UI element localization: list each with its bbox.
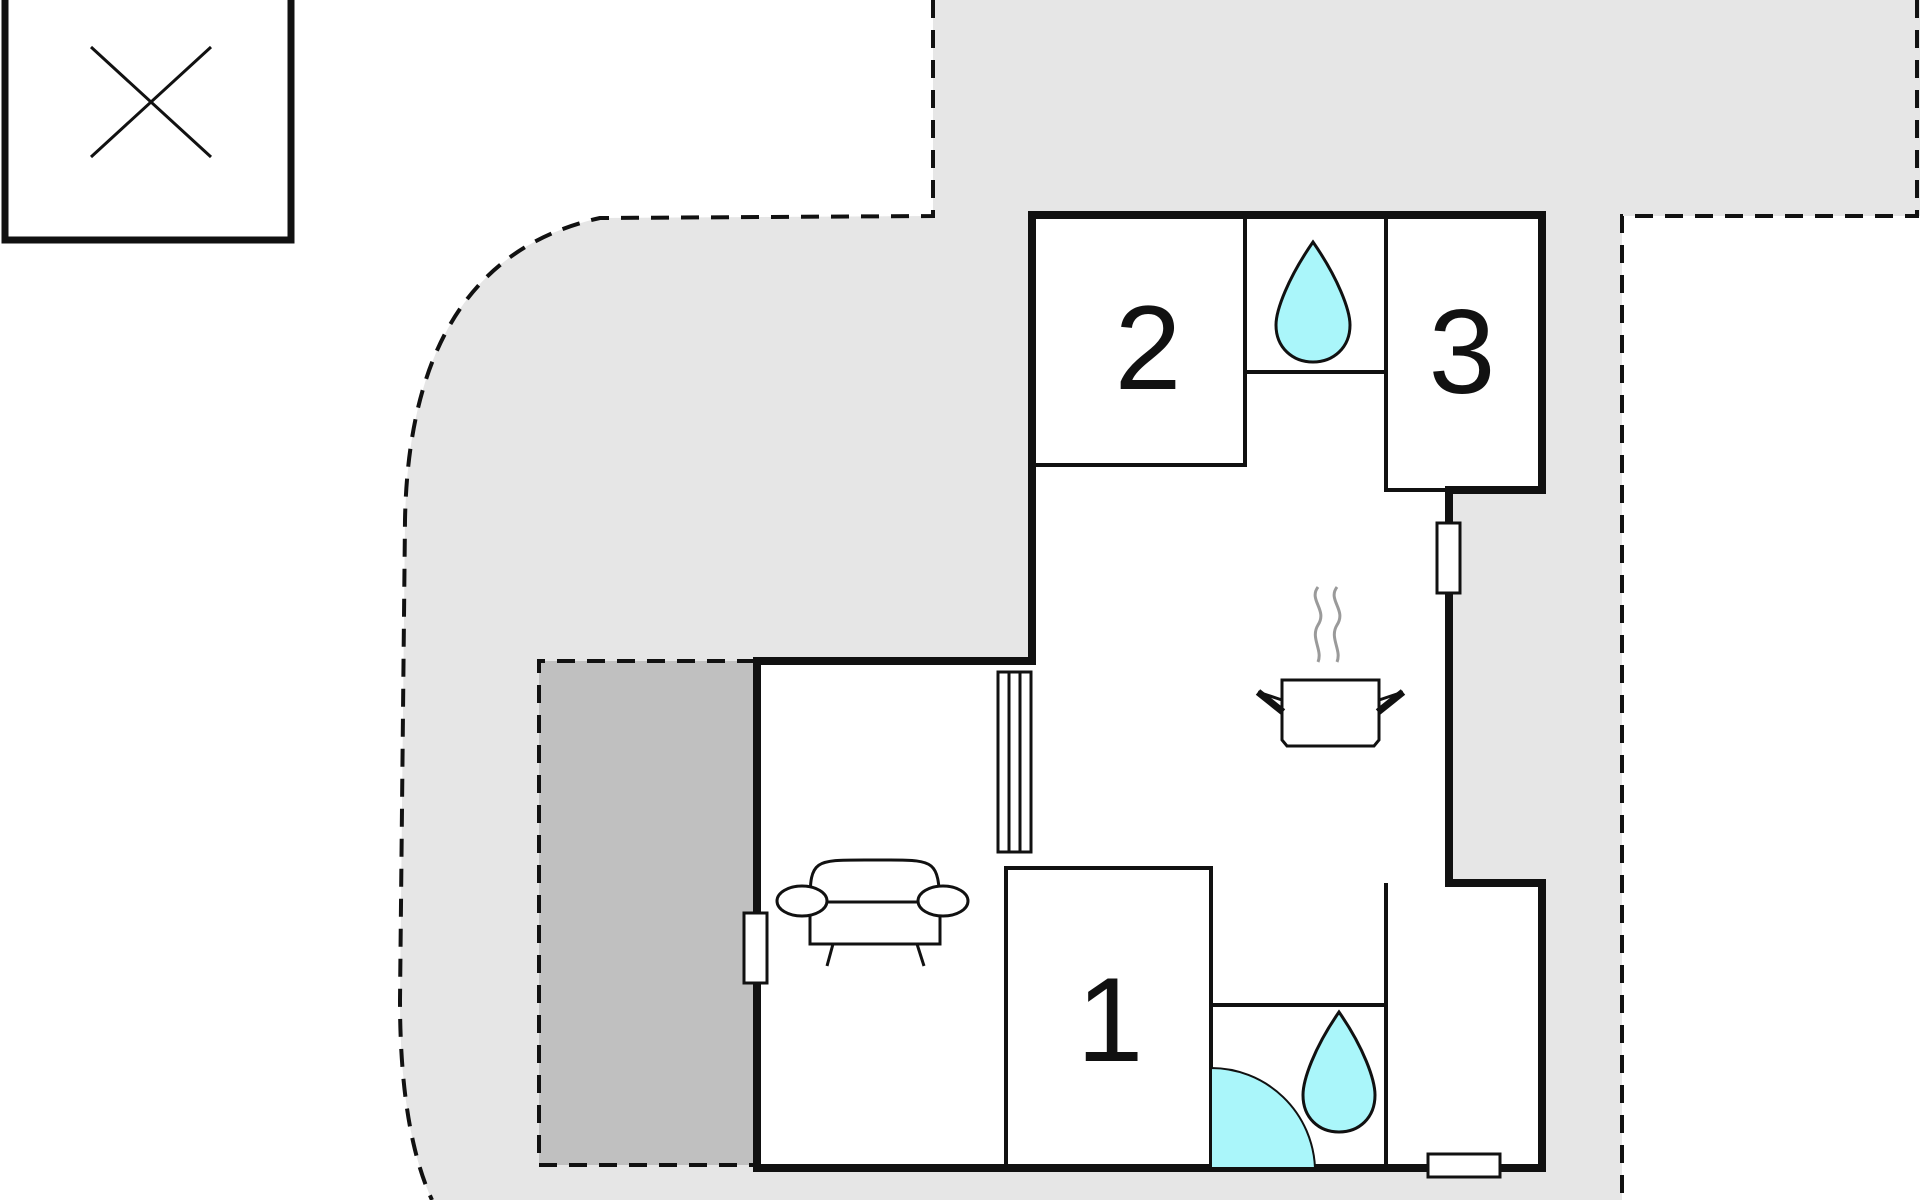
window-icon [742,911,769,985]
cooking-pot-icon [1255,586,1406,748]
x-marker-icon [1,0,295,244]
window-icon [1426,1152,1502,1179]
door-swing-icon [1210,1066,1317,1169]
covered-terrace-boundary [537,659,755,1167]
water-drop-icon [1274,239,1352,364]
building: 2 3 1 [742,211,1546,1179]
building-outline [753,211,1546,1172]
terrace-boundary [397,0,935,1200]
room-number-2: 2 [1115,281,1182,415]
window-icon [1435,521,1462,595]
room-number-3: 3 [1429,285,1496,419]
covered-terrace [539,661,755,1165]
water-drop-icon [1301,1009,1377,1134]
sliding-door [996,670,1033,854]
interior-walls [1004,215,1449,1168]
terrace-boundary-right [1620,0,1919,1200]
room-number-1: 1 [1077,953,1144,1087]
sofa-icon [775,858,970,967]
